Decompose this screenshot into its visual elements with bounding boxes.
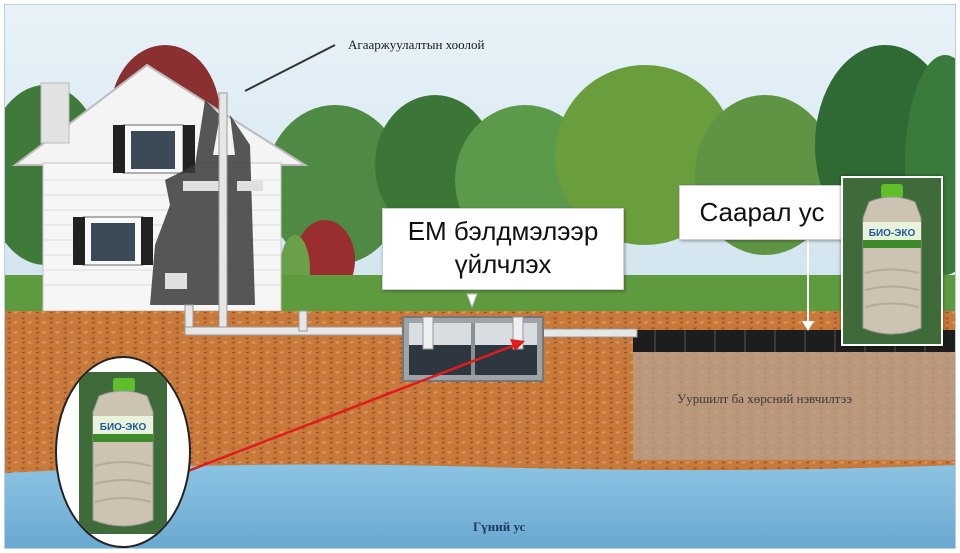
product-brand-left: БИО-ЭКО [100, 422, 147, 433]
grey-water-arrowhead [802, 321, 814, 331]
em-treatment-line2: үйлчлэх [454, 249, 552, 279]
product-photo-right: БИО-ЭКО [841, 176, 943, 346]
product-photo-left: БИО-ЭКО [55, 356, 191, 548]
vent-pipe-label: Агааржуулалтын хоолой [348, 37, 485, 52]
bottle-icon: БИО-ЭКО [79, 372, 167, 534]
bottle-icon: БИО-ЭКО [843, 178, 941, 344]
groundwater-label: Гүний ус [473, 519, 526, 534]
em-treatment-callout: ЕМ бэлдмэлээр үйлчлэх [382, 208, 624, 290]
dosing-arrowhead [510, 339, 525, 351]
filtration-label: Ууршилт ба хөрсний нэвчилтээ [677, 391, 852, 406]
grey-water-callout: Саарал ус [679, 185, 845, 240]
em-pointer [466, 293, 478, 309]
groundwater [5, 464, 955, 548]
pipes [184, 92, 638, 338]
house [12, 63, 309, 312]
em-treatment-line1: ЕМ бэлдмэлээр [407, 216, 599, 246]
dosing-arrow [187, 343, 516, 473]
vent-pointer [244, 44, 336, 92]
septic-diagram: Агааржуулалтын хоолой ЕМ бэлдмэлээр үйлч… [4, 4, 956, 549]
filtration-bed [633, 350, 955, 460]
septic-tank [402, 316, 544, 382]
product-brand-right: БИО-ЭКО [869, 228, 916, 239]
